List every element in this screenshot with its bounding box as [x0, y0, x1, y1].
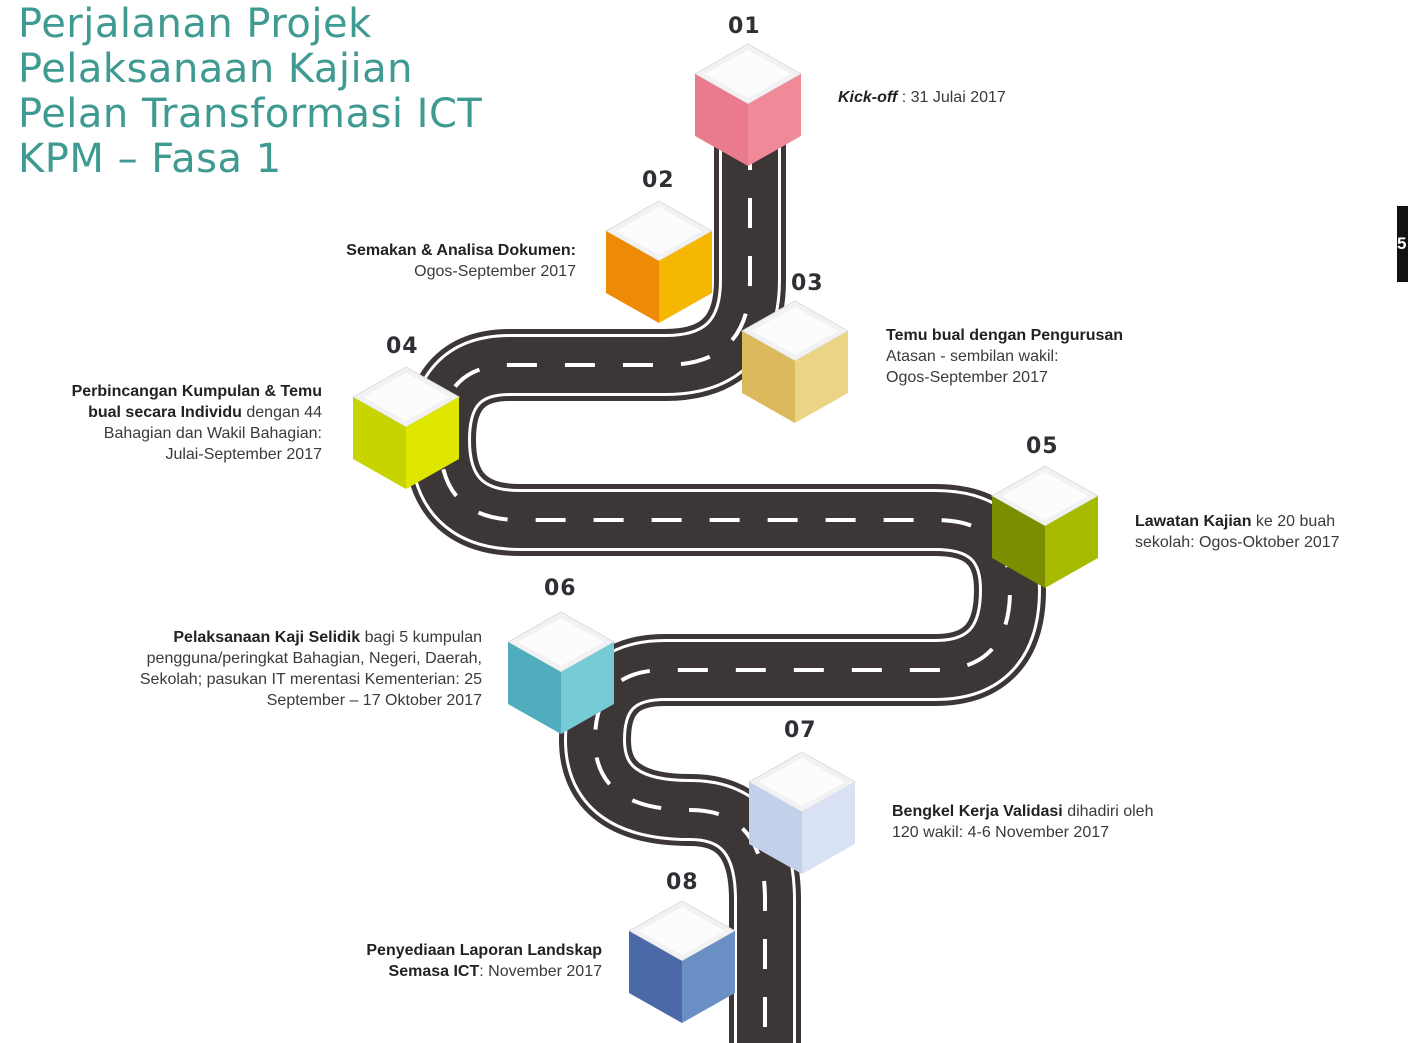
cube-top-highlight	[759, 758, 845, 806]
description-text: Bengkel Kerja Validasi	[892, 803, 1063, 820]
milestone-01-number: 01	[728, 14, 761, 39]
cube-top-highlight	[363, 373, 449, 421]
description-text: Kick-off	[838, 89, 898, 106]
cube-right-face	[1045, 496, 1098, 588]
description-text: : November 2017	[479, 963, 602, 980]
page-number: 5	[1397, 234, 1407, 253]
milestone-02-number: 02	[642, 168, 675, 193]
description-text: Atasan - sembilan wakil:Ogos-September 2…	[886, 348, 1059, 386]
milestone-01-cube	[693, 43, 803, 166]
milestone-03-number: 03	[791, 271, 824, 296]
milestone-05-cube	[990, 465, 1100, 588]
cube-left-face	[742, 331, 795, 423]
milestone-05-number: 05	[1026, 434, 1059, 459]
description-text: Temu bual dengan Pengurusan	[886, 327, 1124, 344]
cube-right-face	[802, 782, 855, 874]
milestone-02-cube	[604, 200, 714, 323]
cube-left-face	[353, 397, 406, 489]
description-text: Pelaksanaan Kaji Selidik	[173, 629, 361, 646]
milestone-06-number: 06	[544, 576, 577, 601]
milestone-08-cube	[627, 900, 737, 1023]
page-title: Perjalanan Projek Pelaksanaan Kajian Pel…	[18, 2, 578, 182]
title-line-1: Perjalanan Projek	[18, 1, 372, 47]
cube-right-face	[795, 331, 848, 423]
milestone-07-number: 07	[784, 718, 817, 743]
milestone-08-number: 08	[666, 870, 699, 895]
cube-left-face	[992, 496, 1045, 588]
title-line-3: Pelan Transformasi ICT	[18, 91, 483, 137]
milestone-07-cube	[747, 751, 857, 874]
milestone-01-description: Kick-off : 31 Julai 2017	[838, 87, 1098, 108]
milestone-06-description: Pelaksanaan Kaji Selidik bagi 5 kumpulan…	[30, 627, 482, 711]
cube-top-highlight	[1002, 472, 1088, 520]
milestone-03-cube	[740, 300, 850, 423]
cube-top-highlight	[752, 307, 838, 355]
cube-right-face	[748, 74, 801, 166]
milestone-06-cube	[506, 611, 616, 734]
road-center-dashes	[438, 140, 1012, 1043]
cube-right-face	[561, 642, 614, 734]
cube-right-face	[659, 231, 712, 323]
cube-left-face	[508, 642, 561, 734]
cube-left-face	[749, 782, 802, 874]
description-text: Lawatan Kajian	[1135, 513, 1252, 530]
cube-top-highlight	[705, 50, 791, 98]
milestone-04-number: 04	[386, 334, 419, 359]
description-text: : 31 Julai 2017	[897, 89, 1006, 106]
page-number-tab: 5	[1397, 206, 1408, 282]
description-text: Ogos-September 2017	[414, 263, 576, 280]
cube-left-face	[606, 231, 659, 323]
cube-top-highlight	[616, 207, 702, 255]
cube-left-face	[695, 74, 748, 166]
milestone-02-description: Semakan & Analisa Dokumen: Ogos-September…	[230, 240, 576, 282]
title-line-2: Pelaksanaan Kajian	[18, 46, 414, 92]
cube-right-face	[682, 931, 735, 1023]
cube-left-face	[629, 931, 682, 1023]
cube-right-face	[406, 397, 459, 489]
milestone-04-cube	[351, 366, 461, 489]
description-text: Semakan & Analisa Dokumen:	[346, 242, 576, 259]
cube-top-highlight	[518, 618, 604, 666]
cube-top-highlight	[639, 907, 725, 955]
title-line-4: KPM – Fasa 1	[18, 136, 282, 182]
